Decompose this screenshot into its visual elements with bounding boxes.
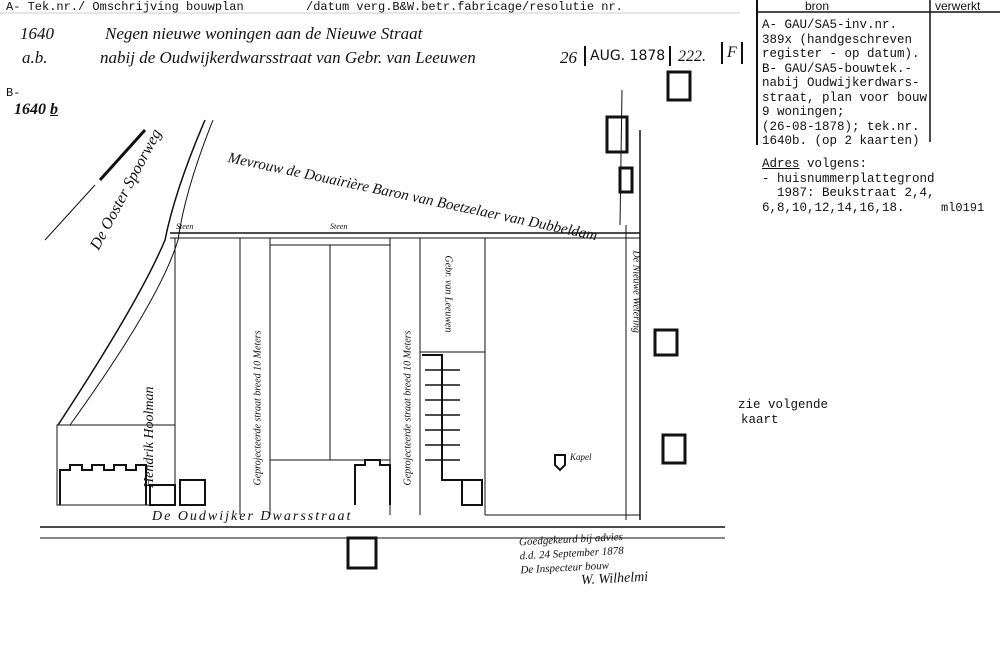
map-right-road: De Nieuwe Wetering (630, 250, 642, 333)
map-kapel: Kapel (570, 452, 592, 462)
entry-ab: a.b. (22, 48, 48, 67)
map-builder-label: Gebr. van Leeuwen (442, 255, 454, 333)
adres-block: Adres volgens: - huisnummerplattegrond 1… (762, 157, 935, 215)
entry-line2: nabij de Oudwijkerdwarsstraat van Gebr. … (100, 48, 476, 67)
map-neighbour-label: Hendrik Hoolman (142, 386, 157, 489)
entry-fabricage: F (721, 42, 743, 64)
entry-line1: Negen nieuwe woningen aan de Nieuwe Stra… (105, 24, 423, 43)
header-verwerkt: verwerkt (935, 0, 981, 13)
entry-res: 222. (678, 48, 706, 65)
map-steen-2: Steen (330, 222, 348, 231)
map-street-proj-1: Geprojecteerde straat breed 10 Meters (252, 330, 264, 486)
date-stamp: AUG. 1878 (584, 46, 672, 66)
b-label: B- (6, 86, 21, 100)
adres-code: ml0191 (941, 201, 985, 215)
header-bron: bron (805, 0, 830, 13)
header-middle: /datum verg.B&W.betr.fabricage/resolutie… (306, 0, 623, 14)
map-street-bottom: De Oudwijker Dwarsstraat (152, 509, 353, 524)
b-number: 1640 b (14, 101, 58, 118)
header-left: A- Tek.nr./ Omschrijving bouwplan (6, 0, 244, 14)
map-street-proj-2: Geprojecteerde straat breed 10 Meters (402, 330, 414, 486)
map-steen-1: Steen (176, 222, 194, 231)
entry-day: 26 (560, 48, 577, 67)
entry-teknr: 1640 (20, 24, 54, 43)
